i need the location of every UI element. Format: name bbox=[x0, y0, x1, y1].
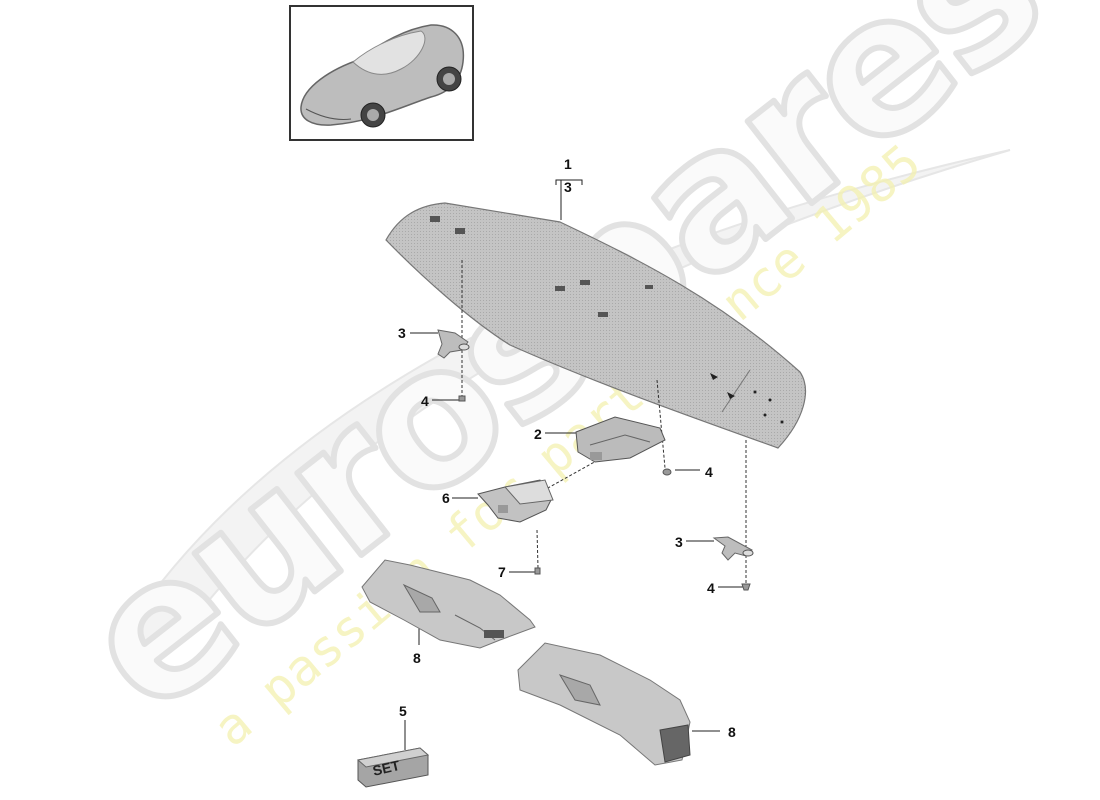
latch-part bbox=[477, 479, 554, 523]
rear-cover-panel bbox=[385, 202, 807, 449]
lock-mechanism bbox=[575, 416, 666, 463]
callout-2: 2 bbox=[534, 426, 542, 442]
screw-7 bbox=[534, 567, 541, 575]
callout-7: 7 bbox=[498, 564, 506, 580]
callout-4-mid: 4 bbox=[705, 464, 713, 480]
callout-5: 5 bbox=[399, 703, 407, 719]
screw-mid bbox=[662, 468, 672, 476]
callout-3-right: 3 bbox=[675, 534, 683, 550]
callout-6: 6 bbox=[442, 490, 450, 506]
callout-8-left: 8 bbox=[413, 650, 421, 666]
set-box: SET bbox=[356, 747, 430, 788]
bracket-right bbox=[712, 536, 754, 561]
screw-left bbox=[458, 395, 466, 402]
callout-1: 1 bbox=[564, 156, 572, 172]
insulation-left bbox=[361, 559, 536, 649]
callout-4-left: 4 bbox=[421, 393, 429, 409]
car-icon bbox=[300, 24, 465, 128]
callout-3-left: 3 bbox=[398, 325, 406, 341]
screw-right bbox=[741, 583, 751, 591]
set-box-label: SET bbox=[371, 757, 402, 779]
callout-3-top: 3 bbox=[564, 179, 572, 195]
vehicle-thumbnail bbox=[289, 5, 474, 141]
insulation-right bbox=[517, 642, 691, 766]
callout-4-right: 4 bbox=[707, 580, 715, 596]
bracket-left bbox=[437, 329, 470, 359]
callout-8-right: 8 bbox=[728, 724, 736, 740]
leader-lines bbox=[404, 179, 745, 750]
